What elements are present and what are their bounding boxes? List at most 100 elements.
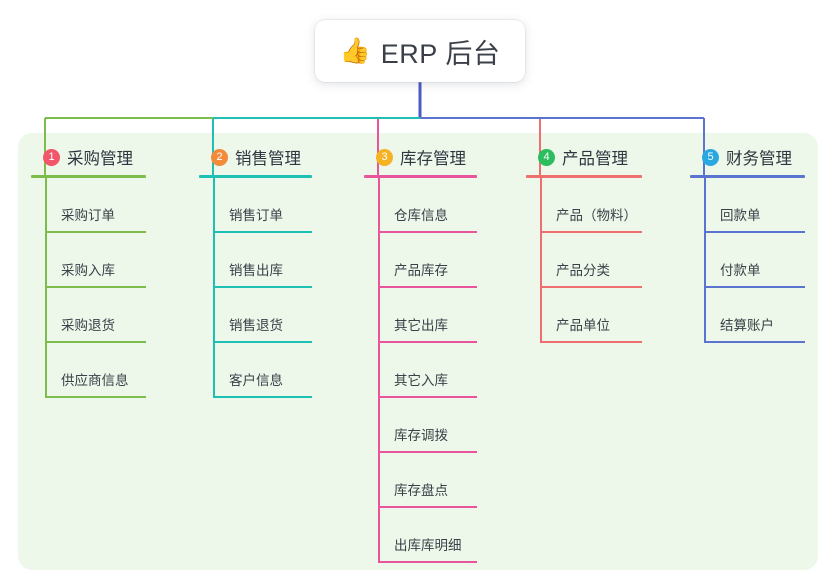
branch-spine [213, 178, 215, 398]
branch-item[interactable]: 采购订单 [31, 178, 146, 233]
branch-item[interactable]: 产品库存 [364, 233, 477, 288]
branch-item-rule [540, 286, 642, 288]
branch-spine [45, 178, 47, 398]
branch-number-badge: 3 [376, 148, 393, 166]
branch-item-label: 采购订单 [61, 208, 115, 223]
branch-item-rule [540, 231, 642, 233]
branch-item-rule [704, 231, 805, 233]
branch-item-label: 仓库信息 [394, 208, 448, 223]
branch-item-label: 库存调拨 [394, 428, 448, 443]
branch-title: 产品管理 [562, 150, 628, 168]
branch-item[interactable]: 结算账户 [690, 288, 805, 343]
branch-item[interactable]: 库存盘点 [364, 453, 477, 508]
branch-item-list: 采购订单采购入库采购退货供应商信息 [31, 178, 146, 398]
branch-item[interactable]: 库存调拨 [364, 398, 477, 453]
branch-item[interactable]: 付款单 [690, 233, 805, 288]
branch-column-4: 4 产品管理产品（物料） 产品分类产品单位 [526, 145, 642, 343]
branch-item[interactable]: 产品分类 [526, 233, 642, 288]
branch-column-1: 1 采购管理采购订单采购入库采购退货供应商信息 [31, 145, 146, 398]
thumbs-up-icon: 👍 [339, 36, 371, 65]
branch-item[interactable]: 其它入库 [364, 343, 477, 398]
branch-item-label: 客户信息 [229, 373, 283, 388]
branch-item[interactable]: 产品（物料） [526, 178, 642, 233]
branch-item-rule [213, 286, 312, 288]
branch-item-rule [378, 286, 477, 288]
branches-panel [18, 133, 818, 570]
branch-item-rule [378, 231, 477, 233]
branch-item[interactable]: 回款单 [690, 178, 805, 233]
branch-column-5: 5 财务管理回款单付款单结算账户 [690, 145, 805, 343]
branch-header-rule [31, 175, 146, 178]
branch-number-badge: 1 [43, 148, 60, 166]
branch-header-rule [364, 175, 477, 178]
branch-item-rule [704, 341, 805, 343]
branch-item-rule [45, 231, 146, 233]
branch-item[interactable]: 仓库信息 [364, 178, 477, 233]
branch-item-label: 库存盘点 [394, 483, 448, 498]
branch-item-list: 回款单付款单结算账户 [690, 178, 805, 343]
branch-item[interactable]: 出库库明细 [364, 508, 477, 563]
branch-item-rule [540, 341, 642, 343]
branch-item-rule [704, 286, 805, 288]
branch-title: 采购管理 [67, 150, 133, 168]
branch-spine [704, 178, 706, 343]
branch-item[interactable]: 采购退货 [31, 288, 146, 343]
branch-item[interactable]: 销售退货 [199, 288, 312, 343]
branch-item-label: 回款单 [720, 208, 761, 223]
branch-item-rule [45, 286, 146, 288]
branch-item-label: 出库库明细 [394, 538, 462, 553]
branch-item[interactable]: 采购入库 [31, 233, 146, 288]
branch-item-label: 销售订单 [229, 208, 283, 223]
branch-item-rule [378, 341, 477, 343]
branch-spine [540, 178, 542, 343]
branch-item-label: 采购退货 [61, 318, 115, 333]
branch-item-label: 付款单 [720, 263, 761, 278]
root-title: ERP 后台 [380, 38, 501, 69]
branch-item-rule [378, 396, 477, 398]
branch-header-4[interactable]: 4 产品管理 [526, 145, 642, 169]
branch-item-label: 销售退货 [229, 318, 283, 333]
branch-item[interactable]: 供应商信息 [31, 343, 146, 398]
branch-item-label: 产品分类 [556, 263, 610, 278]
branch-item-list: 销售订单销售出库销售退货客户信息 [199, 178, 312, 398]
branch-header-5[interactable]: 5 财务管理 [690, 145, 805, 169]
branch-item-label: 产品单位 [556, 318, 610, 333]
branch-item[interactable]: 销售出库 [199, 233, 312, 288]
branch-item-label: 其它出库 [394, 318, 448, 333]
branch-item[interactable]: 客户信息 [199, 343, 312, 398]
branch-item[interactable]: 销售订单 [199, 178, 312, 233]
branch-item-rule [213, 231, 312, 233]
branch-column-3: 3 库存管理仓库信息产品库存其它出库其它入库库存调拨库存盘点出库库明细 [364, 145, 477, 563]
branch-item-rule [378, 561, 477, 563]
branch-item-rule [213, 341, 312, 343]
branch-item-label: 结算账户 [720, 318, 774, 333]
branch-header-rule [199, 175, 312, 178]
branch-number-badge: 4 [538, 148, 555, 166]
branch-item-label: 产品（物料） [556, 208, 637, 223]
branch-title: 库存管理 [400, 150, 466, 168]
root-node[interactable]: 👍 ERP 后台 [315, 20, 525, 82]
branch-item-label: 供应商信息 [61, 373, 129, 388]
branch-item-label: 其它入库 [394, 373, 448, 388]
branch-item-rule [45, 396, 146, 398]
branch-header-rule [526, 175, 642, 178]
branch-header-rule [690, 175, 805, 178]
branch-item-rule [378, 451, 477, 453]
branch-item[interactable]: 其它出库 [364, 288, 477, 343]
branch-number-badge: 2 [211, 148, 228, 166]
branch-item-list: 仓库信息产品库存其它出库其它入库库存调拨库存盘点出库库明细 [364, 178, 477, 563]
branch-header-1[interactable]: 1 采购管理 [31, 145, 146, 169]
branch-header-3[interactable]: 3 库存管理 [364, 145, 477, 169]
branch-item-label: 采购入库 [61, 263, 115, 278]
branch-item-rule [213, 396, 312, 398]
branch-spine [378, 178, 380, 563]
branch-title: 财务管理 [726, 150, 792, 168]
branch-item[interactable]: 产品单位 [526, 288, 642, 343]
branch-number-badge: 5 [702, 148, 719, 166]
branch-item-label: 销售出库 [229, 263, 283, 278]
branch-item-list: 产品（物料） 产品分类产品单位 [526, 178, 642, 343]
branch-item-rule [45, 341, 146, 343]
